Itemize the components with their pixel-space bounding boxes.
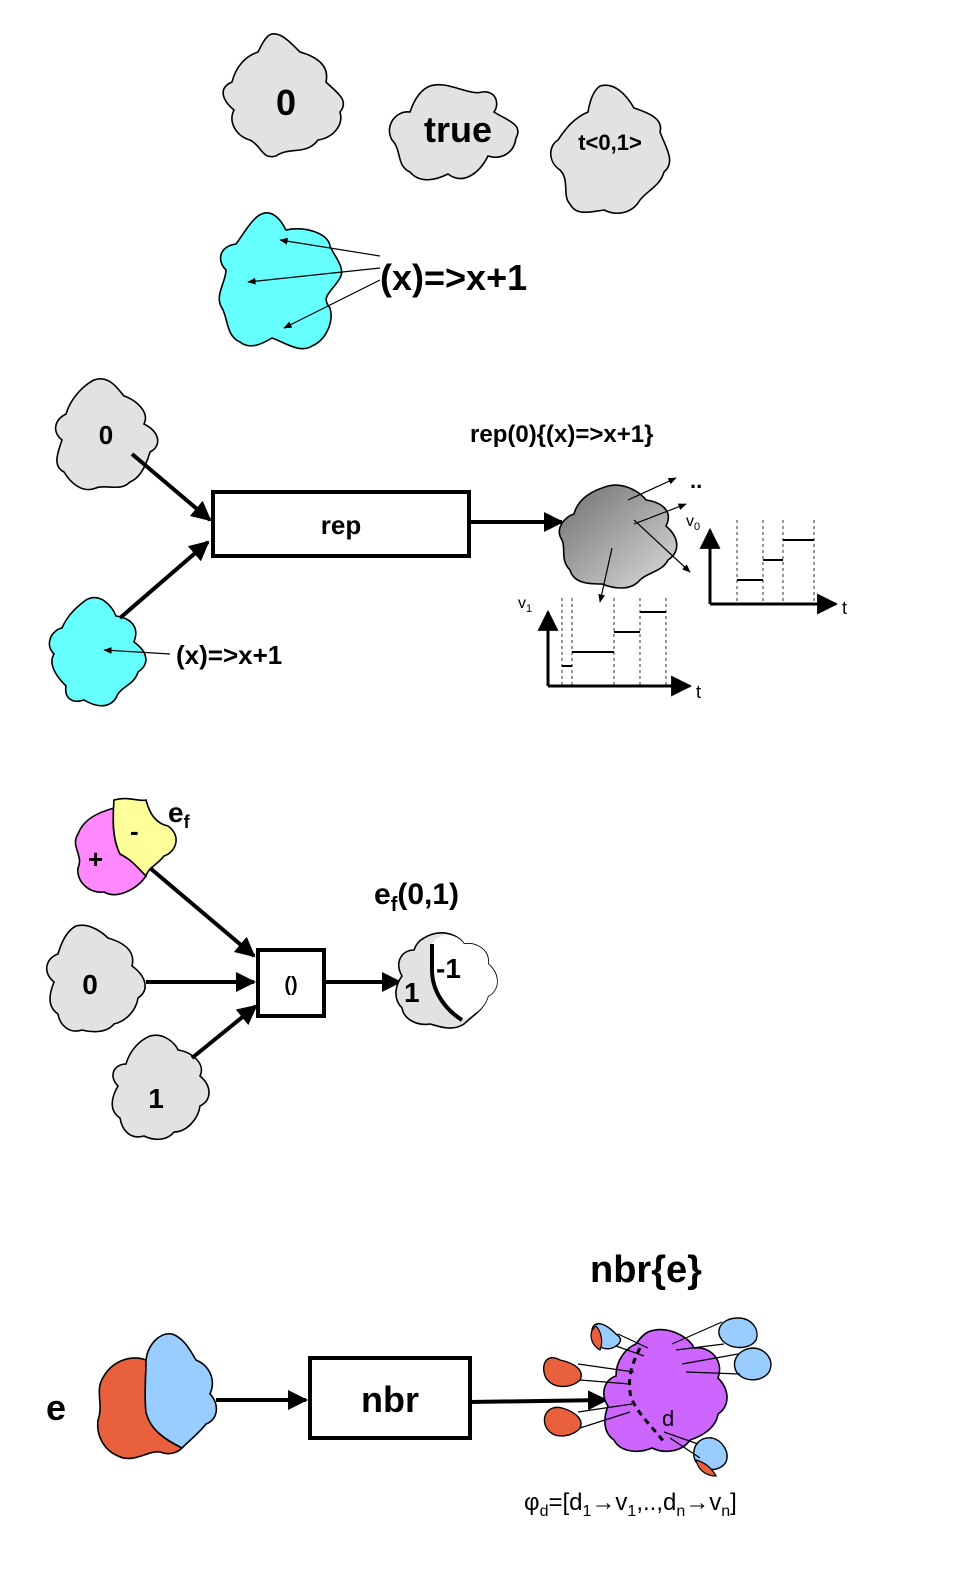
input-lambda-label: (x)=>x+1 [176, 640, 282, 670]
field-blob [558, 484, 678, 589]
arrow-zero-to-rep [130, 452, 212, 522]
field-blob [222, 33, 345, 158]
out-one-label: 1 [404, 977, 420, 1008]
minus-label: - [130, 816, 139, 846]
value-field-true: true [388, 83, 519, 181]
true-label: true [424, 109, 492, 150]
arrow-ef-to-apply [148, 866, 256, 958]
section-1-values: 0 true t<0,1> (x)=>x+1 [218, 33, 671, 350]
apply-box-label: () [284, 974, 297, 996]
apply-output-label: ef(0,1) [374, 878, 459, 916]
pointer-arrow [247, 267, 381, 285]
pointer-arrow [279, 237, 381, 257]
function-field-lambda: (x)=>x+1 [218, 212, 527, 350]
nbr-box [308, 1356, 472, 1440]
neighbor-drop [681, 1347, 772, 1381]
phi-label: φd=[d1→v1,..,dn→vn] [524, 1489, 737, 1520]
neighbor-drop [663, 1431, 728, 1477]
zero-label: 0 [276, 82, 296, 123]
value-field-tuple: t<0,1> [549, 84, 671, 214]
plot-v0: v0 t [686, 513, 847, 618]
input-field-e [96, 1333, 218, 1460]
section-4-nbr: e nbr nbr{e} d [46, 1249, 772, 1520]
blue-region [144, 1333, 218, 1449]
minus-region [112, 797, 177, 878]
rep-box [211, 490, 471, 558]
lambda-label: (x)=>x+1 [380, 257, 527, 298]
out-minus-one-label: -1 [436, 953, 461, 984]
pointer-arrow [598, 547, 613, 603]
rep-output-label: rep(0){(x)=>x+1} [470, 421, 653, 448]
input-field-zero: 0 [54, 378, 159, 491]
nbr-output-field: d [524, 1317, 772, 1520]
pointer-arrow [627, 477, 677, 501]
input-zero-label: 0 [99, 420, 113, 450]
pointer-arrow [283, 279, 381, 329]
t-label: t [842, 598, 847, 618]
plus-label: + [88, 844, 103, 874]
input-one-label: 1 [148, 1083, 164, 1114]
section-2-rep: 0 (x)=>x+1 rep rep(0){(x)=>x+1} .. [48, 378, 847, 707]
field-blob [549, 84, 671, 214]
minus-region-right [432, 934, 497, 1020]
field-blob [46, 924, 146, 1033]
e-label: e [46, 1387, 66, 1428]
rep-box-label: rep [321, 510, 361, 540]
v1-label: v1 [518, 595, 532, 615]
function-field-ef: + - ef [74, 797, 191, 896]
apply-box [256, 948, 326, 1018]
nbr-output-label: nbr{e} [590, 1249, 702, 1291]
nbr-box-label: nbr [361, 1379, 419, 1420]
input-field-one: 1 [111, 1034, 210, 1141]
arrow-one-to-apply [190, 1004, 258, 1060]
ef-label: ef [168, 797, 191, 832]
pointer-arrow [633, 519, 691, 573]
neighbor-drop [671, 1317, 758, 1351]
field-blob [111, 1034, 210, 1141]
field-blob [388, 83, 519, 181]
v0-label: v0 [686, 513, 700, 533]
pointer-arrow [633, 503, 687, 525]
field-blob [54, 378, 159, 491]
arrow-lambda-to-rep [118, 540, 210, 620]
input-field-lambda: (x)=>x+1 [48, 596, 282, 707]
field-blob [218, 212, 343, 350]
neighbor-drop [542, 1357, 635, 1388]
neighbor-drop [590, 1323, 649, 1357]
tuple-label: t<0,1> [578, 130, 642, 155]
boundary-line [429, 943, 464, 1022]
input-field-zero: 0 [46, 924, 146, 1033]
pointer-arrow [103, 647, 171, 655]
plot-v1: v1 t [518, 595, 701, 702]
boundary-line [628, 1347, 666, 1443]
value-field-zero: 0 [222, 33, 345, 158]
section-3-apply: + - ef 0 1 () ef(0,1) 1 -1 [46, 797, 498, 1141]
input-zero-label: 0 [82, 969, 98, 1000]
neighbor-drop [543, 1403, 633, 1437]
apply-output-field: 1 -1 [395, 932, 498, 1029]
rep-output-field: .. [558, 468, 702, 603]
field-blob [48, 596, 147, 707]
t-label: t [696, 682, 701, 702]
arrow-nbr-to-output [469, 1390, 608, 1411]
ellipsis-label: .. [690, 468, 702, 493]
d-label: d [662, 1406, 674, 1431]
